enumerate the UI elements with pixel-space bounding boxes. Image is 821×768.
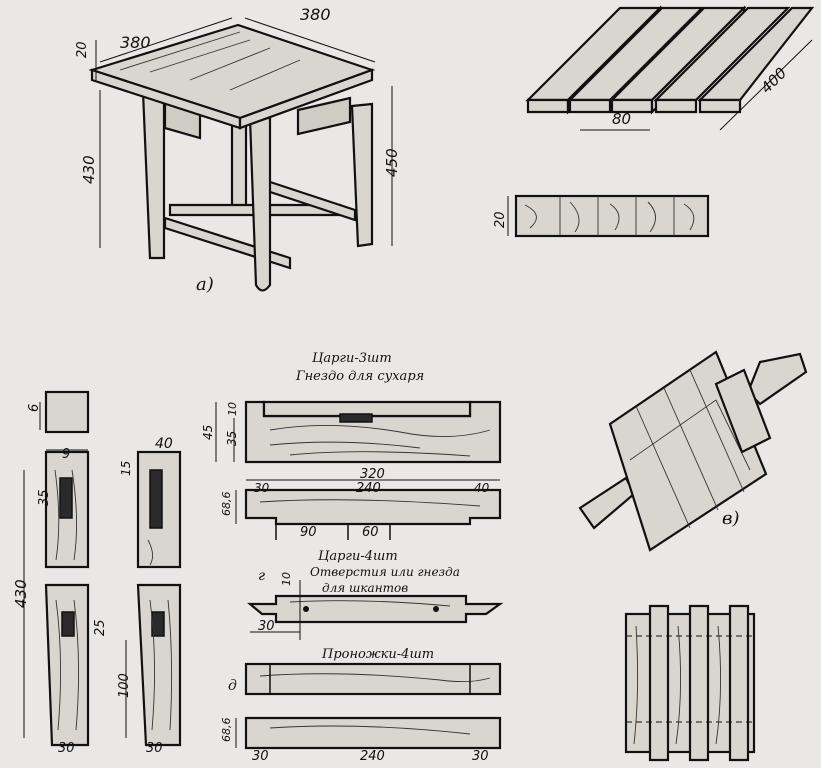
stretcher-front [163,216,292,270]
dim-30a: 30 [58,741,75,756]
dim-25: 25 [93,619,108,636]
pronozhka-part-2 [235,716,502,750]
dim-30c: 30 [254,481,270,495]
dim-total-height: 450 [383,148,401,177]
dim-240b: 240 [360,749,385,764]
fig-v-label: в) [722,508,740,529]
apron-right [296,96,352,136]
dim-9: 9 [62,447,70,462]
dim-leg-length: 430 [12,579,30,608]
back-leg [230,114,248,212]
stool-isometric [88,17,393,292]
leg-left [141,90,166,260]
dim-slat-width: 80 [612,110,631,128]
dim-slat-thickness: 20 [493,211,508,228]
leg-side-view [125,450,182,747]
fig-g-label: г [258,568,265,584]
dim-leg-height: 430 [80,155,98,184]
tsargi-subtitle: Гнездо для сухаря [295,369,424,384]
pronozhka-part [244,662,502,696]
dim-30d: 30 [258,619,275,634]
dim-35: 35 [225,431,239,446]
fig-a-label: а) [196,274,214,295]
dim-6: 6 [27,404,42,412]
dim-30f: 30 [472,749,489,764]
dim-100: 100 [117,673,132,698]
leg-front-view [23,390,90,747]
dim-40b: 40 [474,481,490,495]
tsargi4-sub2: для шкантов [322,581,408,595]
dim-15: 15 [119,461,133,476]
leg-right [350,102,374,248]
tsarga-part-2 [235,479,502,540]
seat-edge-right [238,68,374,130]
dim-35b: 35 [37,489,52,506]
tsargi4-title: Царги-4шт [318,549,398,564]
dim-10b: 10 [280,572,293,586]
assembly-iso [578,350,808,552]
dim-686: 68,6 [220,492,233,517]
tsarga-4-part [246,580,504,640]
leg-front [248,116,272,292]
dim-240: 240 [356,481,381,496]
glued-board [507,194,710,238]
dim-10: 10 [226,402,239,416]
dim-320: 320 [360,467,385,482]
dowel-board [624,604,756,762]
dim-90: 90 [300,525,317,540]
dim-top-width: 380 [120,33,151,52]
fig-d-label: д [228,678,237,694]
tsargi-title: Царги-3шт [312,351,392,366]
dim-top-depth: 380 [300,5,331,24]
dim-40: 40 [155,436,173,452]
dim-top-thickness: 20 [75,41,90,58]
dim-45: 45 [201,425,215,440]
pronozhki-title: Проножки-4шт [321,647,434,662]
dim-30b: 30 [146,741,163,756]
dim-30e: 30 [252,749,269,764]
dim-686b: 68,6 [220,718,233,743]
dim-60: 60 [362,525,379,540]
slats [525,5,815,131]
tsargi4-sub1: Отверстия или гнезда [310,565,460,579]
tsarga-part-1 [215,400,502,464]
